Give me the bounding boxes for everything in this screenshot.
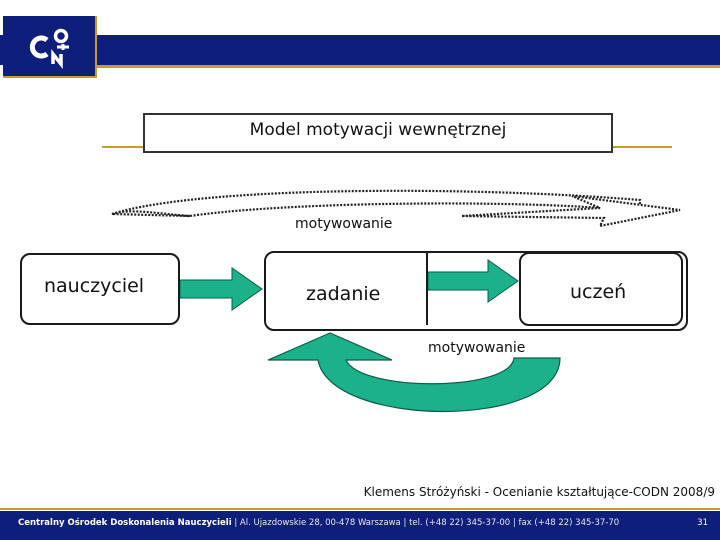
footer-fax: fax (+48 22) 345-37-70: [518, 518, 620, 528]
bottom-arrow-label: motywowanie: [428, 340, 526, 356]
title-box: Model motywacji wewnętrznej: [143, 113, 613, 153]
arrow-teacher-to-task: [179, 267, 263, 311]
header-gold-line: [97, 65, 720, 68]
bottom-curved-arrow: [267, 332, 561, 413]
node-task-label: zadanie: [306, 283, 381, 305]
footer-bar: Centralny Ośrodek Doskonalenia Nauczycie…: [0, 511, 720, 540]
footer-sep-3: |: [512, 518, 519, 528]
page-number: 31: [697, 518, 708, 528]
codn-logo-icon: [29, 28, 69, 69]
arrow-task-to-student-overlay: [427, 259, 519, 303]
footer-address: Al. Ujazdowskie 28, 00-478 Warszawa: [239, 518, 401, 528]
slide-title: Model motywacji wewnętrznej: [249, 120, 507, 140]
logo: [3, 16, 97, 78]
top-arrow-label: motywowanie: [295, 216, 393, 232]
footer-gold-line: [0, 508, 720, 510]
top-curved-arrow: [111, 189, 681, 228]
footer-org: Centralny Ośrodek Doskonalenia Nauczycie…: [18, 518, 232, 528]
footer-sep-2: |: [403, 518, 410, 528]
footer-contact: Centralny Ośrodek Doskonalenia Nauczycie…: [18, 518, 619, 528]
footer-phone: tel. (+48 22) 345-37-00: [409, 518, 511, 528]
footer-sep-1: |: [234, 518, 240, 528]
node-student-label-front: uczeń: [570, 281, 627, 303]
node-teacher: nauczyciel: [20, 253, 180, 325]
node-teacher-label: nauczyciel: [44, 275, 145, 297]
node-student-box: [519, 252, 683, 326]
author-credit: Klemens Stróżyński - Ocenianie kształtuj…: [363, 485, 715, 499]
header-bar: [0, 35, 720, 65]
